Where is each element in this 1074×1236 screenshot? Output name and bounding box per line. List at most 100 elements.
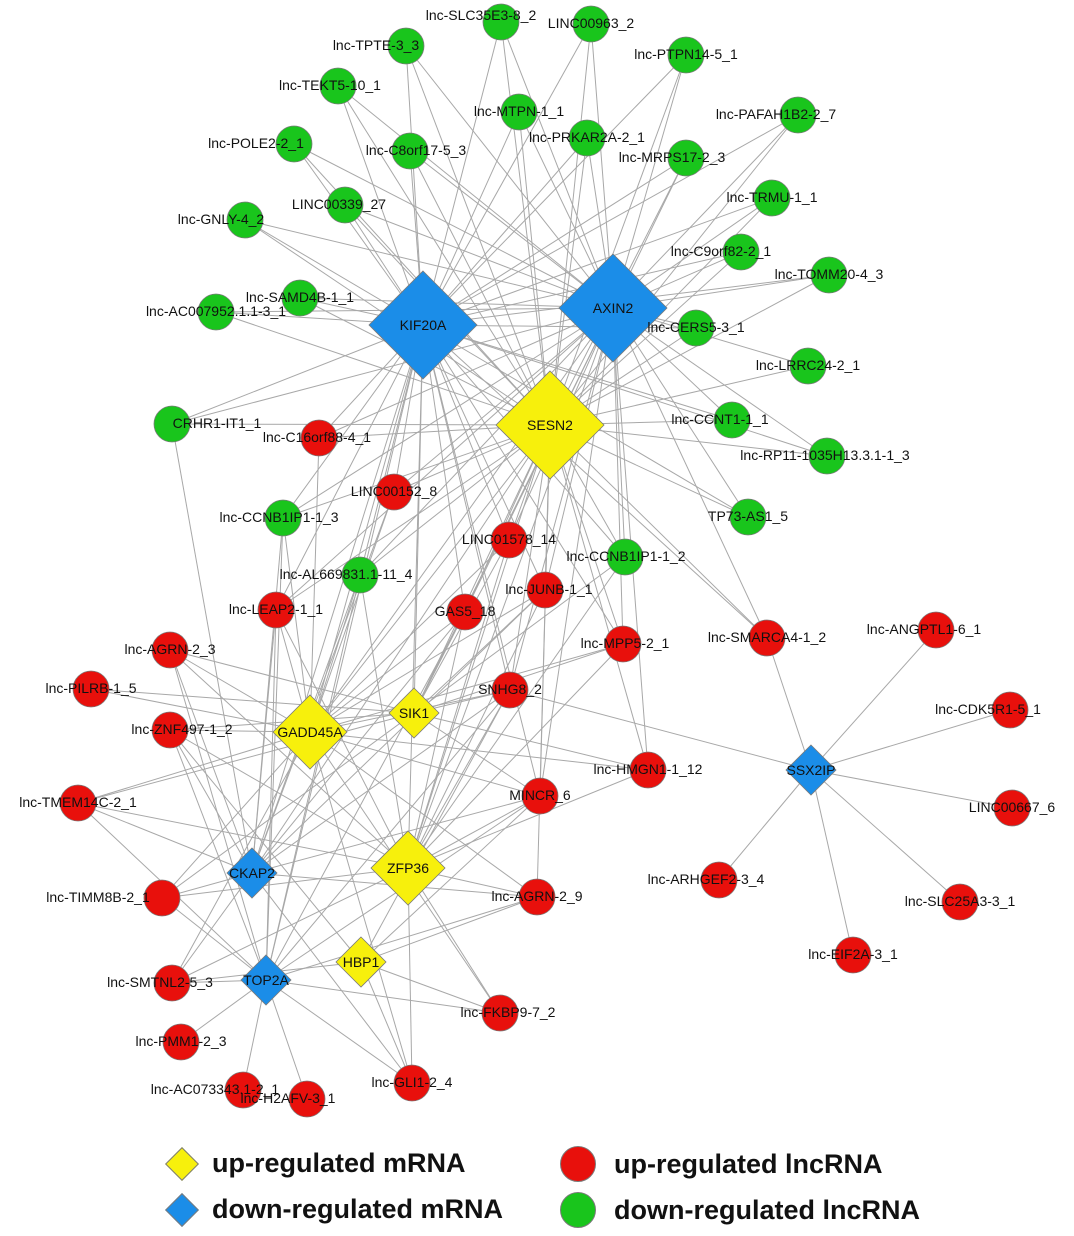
node-label-znf497: lnc-ZNF497-1_2 <box>131 721 232 737</box>
node-label-cers5: lnc-CERS5-3_1 <box>647 319 744 335</box>
node-label-agrn23: lnc-AGRN-2_3 <box>124 641 215 657</box>
edge-zfp36-timm8b <box>161 867 409 899</box>
lncrna-node-agrn23 <box>151 631 189 669</box>
edge-kif20a-smarca4 <box>422 324 768 639</box>
node-label-timm8b: lnc-TIMM8B-2_1 <box>46 889 150 905</box>
edge-layer <box>77 21 1013 1100</box>
edge-sesn2-mtpn <box>518 111 551 426</box>
node-label-linc01578: LINC01578_14 <box>462 531 556 547</box>
edge-ckap2-ccnb1ip1_3 <box>251 517 284 874</box>
lncrna-node-leap2 <box>257 591 295 629</box>
edge-ssx2ip-linc00667 <box>810 769 1013 809</box>
node-label-h2afv: lnc-H2AFV-3_1 <box>241 1090 336 1106</box>
edge-ckap2-smtnl2 <box>171 872 253 984</box>
edge-axin2-gnly <box>244 219 614 309</box>
edge-gadd45a-agrn29 <box>309 731 538 898</box>
edge-gadd45a-mpp5 <box>309 643 624 733</box>
edge-top2a-gli1 <box>265 979 413 1084</box>
edge-hbp1-znf497 <box>169 729 362 963</box>
green-circle-icon <box>560 1192 596 1228</box>
lncrna-node-pole2 <box>275 125 313 163</box>
edge-gadd45a-gas5 <box>309 611 466 733</box>
edge-zfp36-linc01578 <box>407 539 510 869</box>
edge-ssx2ip-snhg8 <box>509 689 812 771</box>
edge-ckap2-znf497 <box>169 729 253 874</box>
edge-ckap2-linc00152 <box>251 491 395 874</box>
edge-zfp36-hmgn1 <box>407 769 649 869</box>
node-label-hmgn1: lnc-HMGN1-1_12 <box>594 761 703 777</box>
edge-sesn2-ptpn14 <box>549 54 687 426</box>
mrna-node-axin2 <box>558 253 668 363</box>
lncrna-node-hmgn1 <box>629 751 667 789</box>
edge-top2a-snhg8 <box>265 689 511 981</box>
edge-sik1-mincr <box>413 712 541 797</box>
node-label-slc35e3: lnc-SLC35E3-8_2 <box>426 7 537 23</box>
edge-sesn2-c8orf17 <box>409 150 551 426</box>
edge-sesn2-agrn29 <box>536 424 551 898</box>
lncrna-node-linc00667 <box>993 789 1031 827</box>
edge-zfp36-fkbp9 <box>407 867 501 1014</box>
edge-gadd45a-mincr <box>309 731 541 797</box>
lncrna-node-mincr <box>521 777 559 815</box>
node-label-zfp36: ZFP36 <box>387 860 429 876</box>
lncrna-node-ccnb1ip1_2 <box>606 538 644 576</box>
node-label-eif2a: lnc-EIF2A-3_1 <box>808 946 898 962</box>
lncrna-node-tomm20 <box>810 256 848 294</box>
edge-hbp1-mincr <box>360 795 541 963</box>
edge-gadd45a-smtnl2 <box>171 731 311 984</box>
edge-zfp36-al669831 <box>359 574 409 869</box>
lncrna-node-samd4b <box>281 279 319 317</box>
lncrna-node-trmu <box>753 179 791 217</box>
lncrna-node-pilrb <box>72 670 110 708</box>
lncrna-node-timm8b <box>143 879 181 917</box>
lncrna-node-tp73as1 <box>729 498 767 536</box>
node-label-sesn2: SESN2 <box>527 417 573 433</box>
node-label-sik1: SIK1 <box>399 705 430 721</box>
node-label-pmm1: lnc-PMM1-2_3 <box>135 1033 226 1049</box>
node-label-pole2: lnc-POLE2-2_1 <box>208 135 304 151</box>
legend-item-down-lncrna: down-regulated lncRNA <box>560 1192 920 1228</box>
edge-axin2-rp11 <box>612 307 828 457</box>
edge-sesn2-crhr1 <box>171 423 551 426</box>
edge-axin2-tp73as1 <box>612 307 749 518</box>
edge-zfp36-mpp5 <box>407 643 624 869</box>
edge-sesn2-leap2 <box>275 424 551 611</box>
node-label-linc00152: LINC00152_8 <box>351 483 438 499</box>
node-label-al669831: lnc-AL669831.1-11_4 <box>280 566 413 582</box>
lncrna-node-c9orf82 <box>722 233 760 271</box>
edge-top2a-timm8b <box>161 897 267 981</box>
node-label-pilrb: lnc-PILRB-1_5 <box>45 680 136 696</box>
edge-hbp1-agrn29 <box>360 896 538 963</box>
edge-ckap2-junb <box>251 589 546 874</box>
node-label-junb: lnc-JUNB-1_1 <box>505 581 592 597</box>
node-label-tpte: lnc-TPTE-3_3 <box>333 37 420 53</box>
mrna-node-hbp1 <box>335 936 387 988</box>
node-label-top2a: TOP2A <box>243 972 289 988</box>
edge-gadd45a-timm8b <box>161 731 311 899</box>
edge-ckap2-gli1 <box>251 872 413 1084</box>
lncrna-node-tekt5 <box>319 67 357 105</box>
node-label-agrn29: lnc-AGRN-2_9 <box>491 888 582 904</box>
lncrna-node-prkar2a <box>568 119 606 157</box>
edge-axin2-hmgn1 <box>612 307 649 771</box>
lncrna-node-h2afv <box>288 1080 326 1118</box>
mrna-node-top2a <box>240 954 292 1006</box>
lncrna-node-lrrc24 <box>789 347 827 385</box>
edge-zfp36-snhg8 <box>407 689 511 869</box>
edge-axin2-tpte <box>405 45 614 309</box>
edge-ssx2ip-angptl1 <box>810 629 937 771</box>
edge-kif20a-leap2 <box>275 324 424 611</box>
edge-gadd45a-pilrb <box>90 688 311 733</box>
edge-gadd45a-linc00152 <box>309 491 395 733</box>
mrna-node-sesn2 <box>495 370 605 480</box>
red-circle-icon <box>560 1146 596 1182</box>
node-label-c9orf82: lnc-C9orf82-2_1 <box>671 243 772 259</box>
edge-hbp1-snhg8 <box>360 689 511 963</box>
node-label-mrps17: lnc-MRPS17-2_3 <box>619 149 726 165</box>
node-label-gas5: GAS5_18 <box>435 603 496 619</box>
edge-top2a-h2afv <box>265 979 308 1100</box>
edge-sesn2-linc00963 <box>549 23 592 426</box>
edge-sesn2-zfp36 <box>407 424 551 869</box>
edge-kif20a-crhr1 <box>171 324 424 425</box>
